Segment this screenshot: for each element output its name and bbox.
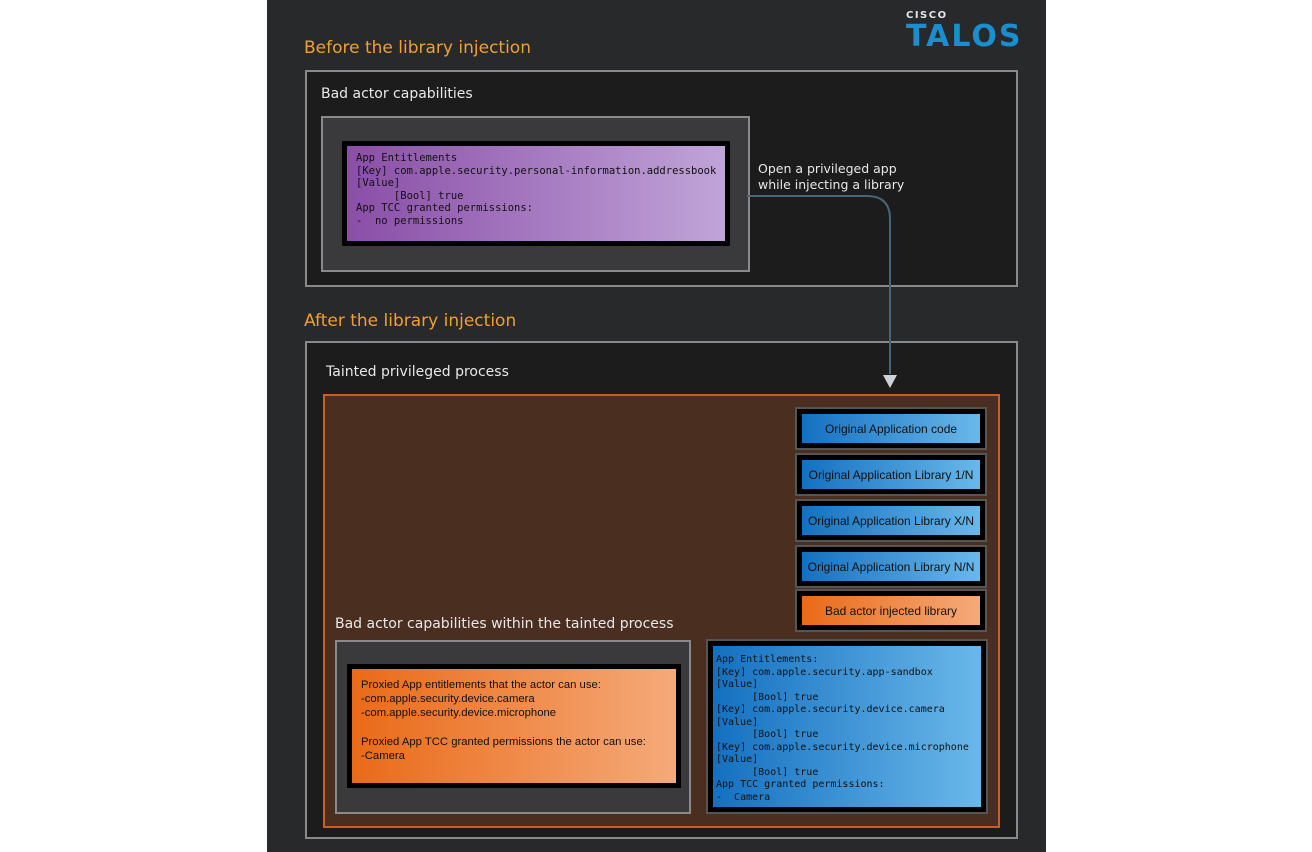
tainted-process-area: Original Application code Original Appli…: [323, 394, 1000, 828]
library-x-box: Original Application Library X/N: [802, 506, 980, 535]
bad-actor-capabilities-container: App Entitlements [Key] com.apple.securit…: [321, 116, 750, 272]
arrow-label: Open a privileged app while injecting a …: [758, 161, 904, 193]
entitlements-blue-frame: App Entitlements: [Key] com.apple.securi…: [706, 639, 988, 814]
entitlements-blue-code-block: App Entitlements: [Key] com.apple.securi…: [713, 646, 981, 807]
after-panel: Tainted privileged process Original Appl…: [305, 341, 1018, 839]
injected-library-frame: Bad actor injected library: [795, 589, 987, 632]
before-panel: Bad actor capabilities App Entitlements …: [305, 70, 1018, 287]
library-n-frame: Original Application Library N/N: [795, 545, 987, 588]
cisco-logo-text: CISCO: [906, 10, 948, 21]
injected-library-box: Bad actor injected library: [802, 596, 980, 625]
connector-arrow-line: [747, 195, 891, 374]
connector-arrowhead: [883, 375, 897, 388]
after-section-title: After the library injection: [304, 311, 517, 331]
diagram-canvas: CISCO TALOS Before the library injection…: [267, 0, 1046, 852]
proxied-capabilities-frame: Proxied App entitlements that the actor …: [347, 664, 681, 788]
library-1-box: Original Application Library 1/N: [802, 460, 980, 489]
original-app-code-box: Original Application code: [802, 414, 980, 443]
app-entitlements-code-block: App Entitlements [Key] com.apple.securit…: [347, 146, 725, 241]
tainted-process-label: Tainted privileged process: [326, 364, 509, 380]
talos-logo-text: TALOS: [906, 19, 1023, 54]
library-1-frame: Original Application Library 1/N: [795, 453, 987, 496]
library-n-box: Original Application Library N/N: [802, 552, 980, 581]
before-section-title: Before the library injection: [304, 38, 531, 58]
original-app-code-frame: Original Application code: [795, 407, 987, 450]
proxied-capabilities-container: Proxied App entitlements that the actor …: [335, 640, 691, 814]
arrow-label-line-1: Open a privileged app: [758, 161, 897, 176]
bad-actor-capabilities-label: Bad actor capabilities: [321, 86, 473, 102]
capabilities-within-process-label: Bad actor capabilities within the tainte…: [335, 616, 674, 632]
entitlements-frame: App Entitlements [Key] com.apple.securit…: [342, 141, 730, 246]
library-x-frame: Original Application Library X/N: [795, 499, 987, 542]
connector-arrow-svg: [747, 195, 897, 388]
arrow-label-line-2: while injecting a library: [758, 177, 905, 192]
proxied-capabilities-text: Proxied App entitlements that the actor …: [352, 669, 676, 783]
